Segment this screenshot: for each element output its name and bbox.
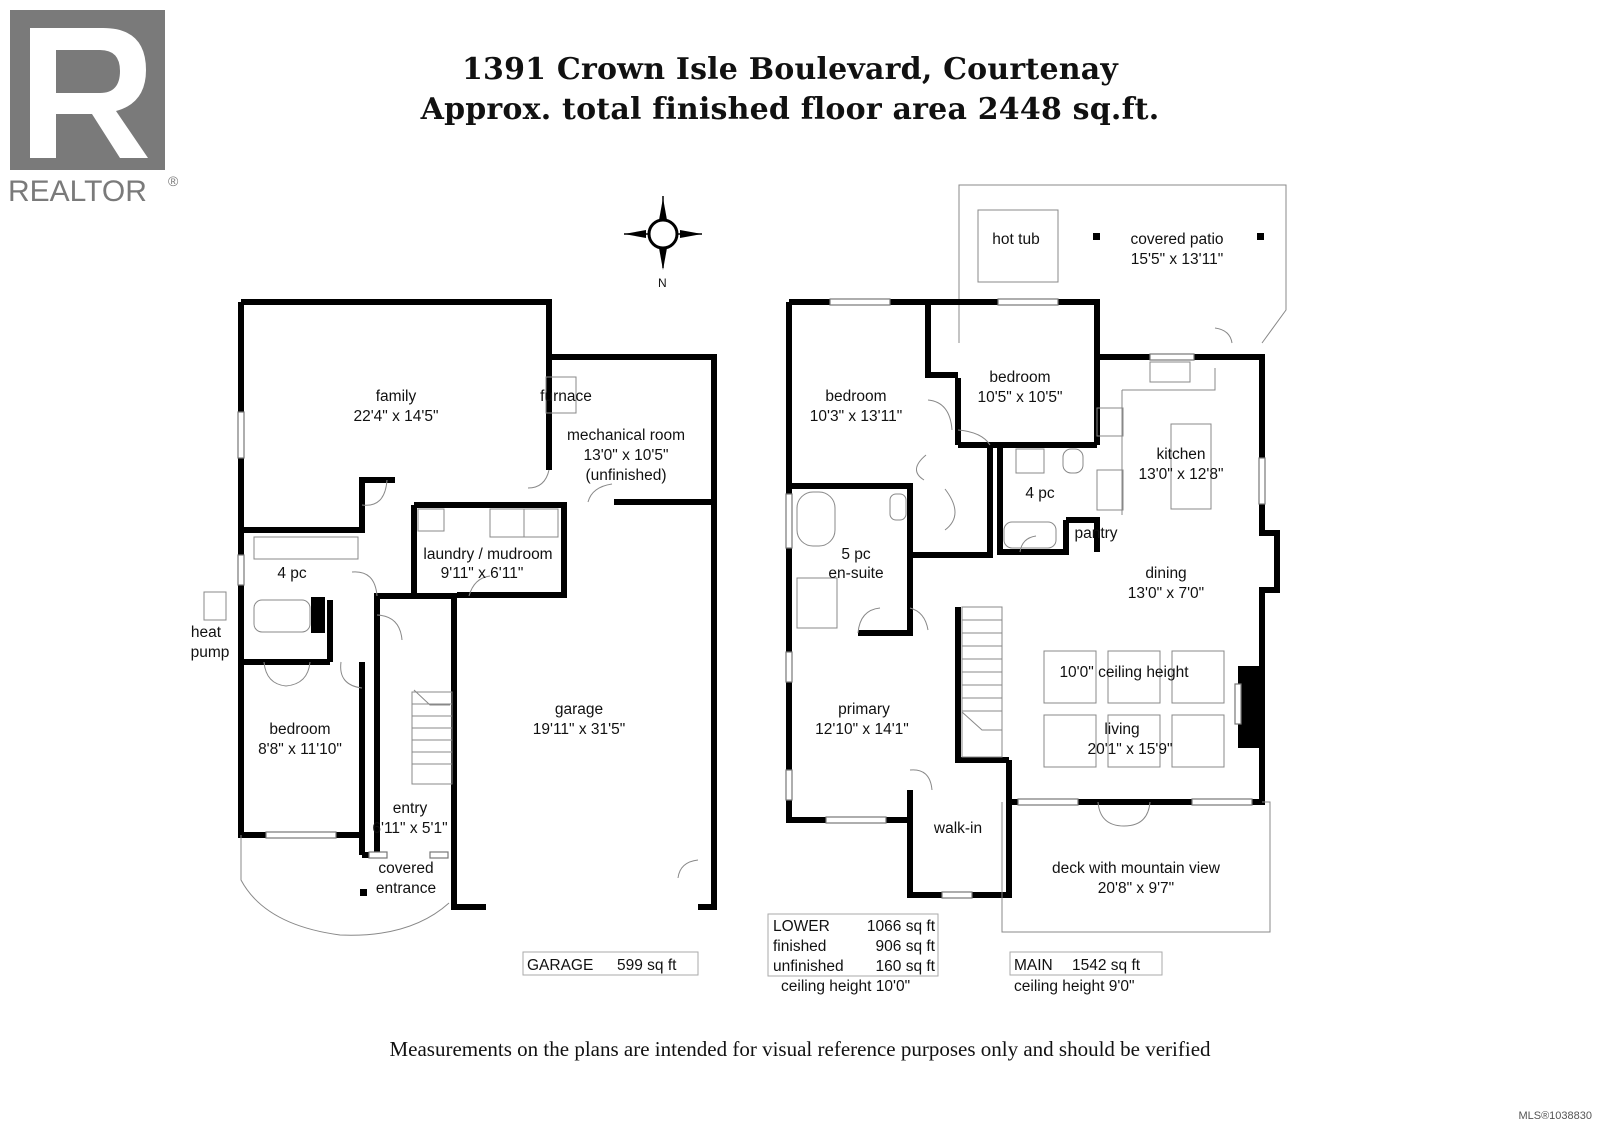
- ceiling-grid: [1043, 650, 1225, 768]
- kitchen-island-icon: [1170, 423, 1212, 510]
- main-floor-plan: [785, 184, 1287, 933]
- dining-dims: 13'0" x 7'0": [1128, 585, 1204, 602]
- lower-unfinished-label: unfinished: [773, 958, 844, 975]
- registered-mark: ®: [168, 173, 179, 189]
- main-area-box: MAIN 1542 sq ft ceiling height 9'0": [1009, 951, 1163, 995]
- living-name: living: [1104, 721, 1139, 738]
- lower-finished-value: 906 sq ft: [876, 938, 936, 955]
- ensuite-label-line2: en-suite: [828, 565, 883, 582]
- lower-bath-label: 4 pc: [277, 565, 307, 582]
- main-vanity-icon: [1015, 448, 1045, 474]
- garage-area-label: GARAGE: [527, 957, 593, 974]
- covered-entrance-line2: entrance: [376, 880, 436, 897]
- mechanical-room-note: (unfinished): [586, 467, 667, 484]
- lower-area-box: LOWER 1066 sq ft finished 906 sq ft unfi…: [767, 913, 939, 995]
- disclaimer-text: Measurements on the plans are intended f…: [389, 1037, 1211, 1061]
- ensuite-label-line1: 5 pc: [841, 546, 871, 563]
- range-icon: [1096, 407, 1124, 437]
- lower-bedroom-dims: 8'8" x 11'10": [258, 741, 342, 758]
- compass-north-label: N: [658, 276, 667, 290]
- main-bedroom-left-dims: 10'3" x 13'11": [810, 408, 902, 425]
- fireplace-icon: [1238, 666, 1262, 748]
- garage-area-value: 599 sq ft: [617, 957, 677, 974]
- garage-dims: 19'11" x 31'5": [533, 721, 625, 738]
- heat-pump-icon: [203, 591, 227, 621]
- fridge-icon: [1096, 469, 1124, 511]
- dining-name: dining: [1145, 565, 1186, 582]
- entry-name: entry: [393, 800, 428, 817]
- lower-finished-label: finished: [773, 938, 826, 955]
- kitchen-dims: 13'0" x 12'8": [1138, 466, 1223, 483]
- living-dims: 20'1" x 15'9": [1087, 741, 1172, 758]
- patio-post-icon-2: [1257, 233, 1264, 240]
- primary-bedroom-dims: 12'10" x 14'1": [815, 721, 909, 738]
- covered-entrance-line1: covered: [378, 860, 433, 877]
- vanity-icon: [253, 536, 359, 560]
- plan-title: 1391 Crown Isle Boulevard, Courtenay: [461, 52, 1119, 87]
- kitchen-name: kitchen: [1156, 446, 1205, 463]
- main-area-label: MAIN: [1014, 957, 1053, 974]
- main-ceiling-height: ceiling height 9'0": [1014, 978, 1135, 995]
- covered-patio-dims: 15'5" x 13'11": [1131, 251, 1223, 268]
- lower-bedroom-name: bedroom: [269, 721, 330, 738]
- covered-patio-name: covered patio: [1130, 231, 1223, 248]
- garage-name: garage: [555, 701, 603, 718]
- realtor-r-icon: [30, 28, 148, 158]
- lower-stairs-icon: [411, 689, 453, 785]
- mls-number: MLS®1038830: [1518, 1110, 1592, 1122]
- ensuite-tub-icon: [796, 491, 836, 547]
- primary-bedroom-name: primary: [838, 701, 890, 718]
- main-toilet-icon: [1062, 448, 1084, 474]
- laundry-sink-icon: [417, 508, 445, 532]
- heat-pump-label-line2: pump: [191, 644, 230, 661]
- mechanical-room-dims: 13'0" x 10'5": [583, 447, 668, 464]
- main-stairs-icon: [961, 606, 1003, 758]
- main-bedroom-left-name: bedroom: [825, 388, 886, 405]
- dryer-icon: [523, 508, 559, 538]
- walk-in-label: walk-in: [933, 820, 982, 837]
- hot-tub-icon: [977, 209, 1059, 283]
- main-bath-label: 4 pc: [1025, 485, 1055, 502]
- family-room-dims: 22'4" x 14'5": [353, 408, 438, 425]
- heat-pump-label-line1: heat: [191, 624, 222, 641]
- laundry-room-dims: 9'11" x 6'11": [441, 565, 524, 582]
- lower-floor-plan: [203, 299, 717, 936]
- deck-dims: 20'8" x 9'7": [1098, 880, 1174, 897]
- patio-post-icon: [1093, 233, 1100, 240]
- family-room-name: family: [376, 388, 417, 405]
- bathtub-icon: [253, 599, 311, 633]
- ceiling-height-note: 10'0" ceiling height: [1059, 664, 1189, 681]
- realtor-wordmark: REALTOR: [8, 175, 147, 208]
- post-icon: [360, 889, 367, 896]
- main-bedroom-right-name: bedroom: [989, 369, 1050, 386]
- laundry-room-name: laundry / mudroom: [423, 546, 552, 563]
- lower-total-value: 1066 sq ft: [867, 918, 936, 935]
- mechanical-room-name: mechanical room: [567, 427, 685, 444]
- pantry-label: pantry: [1074, 525, 1117, 542]
- garage-area-box: GARAGE 599 sq ft: [522, 951, 699, 976]
- main-area-value: 1542 sq ft: [1072, 957, 1141, 974]
- ensuite-shower-icon: [796, 577, 838, 629]
- main-bathtub-icon: [1003, 521, 1057, 549]
- ensuite-toilet-icon: [889, 493, 907, 521]
- plan-subtitle: Approx. total finished floor area 2448 s…: [420, 92, 1160, 127]
- entry-dims: 6'11" x 5'1": [372, 820, 447, 837]
- compass-icon: [624, 196, 702, 270]
- main-bedroom-right-dims: 10'5" x 10'5": [977, 389, 1062, 406]
- furnace-icon: [545, 376, 577, 414]
- hot-tub-label: hot tub: [992, 231, 1039, 248]
- kitchen-sink-icon: [1149, 361, 1191, 383]
- deck-name: deck with mountain view: [1052, 860, 1221, 877]
- lower-total-label: LOWER: [773, 918, 830, 935]
- lower-unfinished-value: 160 sq ft: [876, 958, 936, 975]
- realtor-logo: REALTOR ®: [8, 10, 179, 208]
- lower-ceiling-height: ceiling height 10'0": [781, 978, 910, 995]
- furnace-label: furnace: [540, 388, 592, 405]
- washer-icon: [489, 508, 525, 538]
